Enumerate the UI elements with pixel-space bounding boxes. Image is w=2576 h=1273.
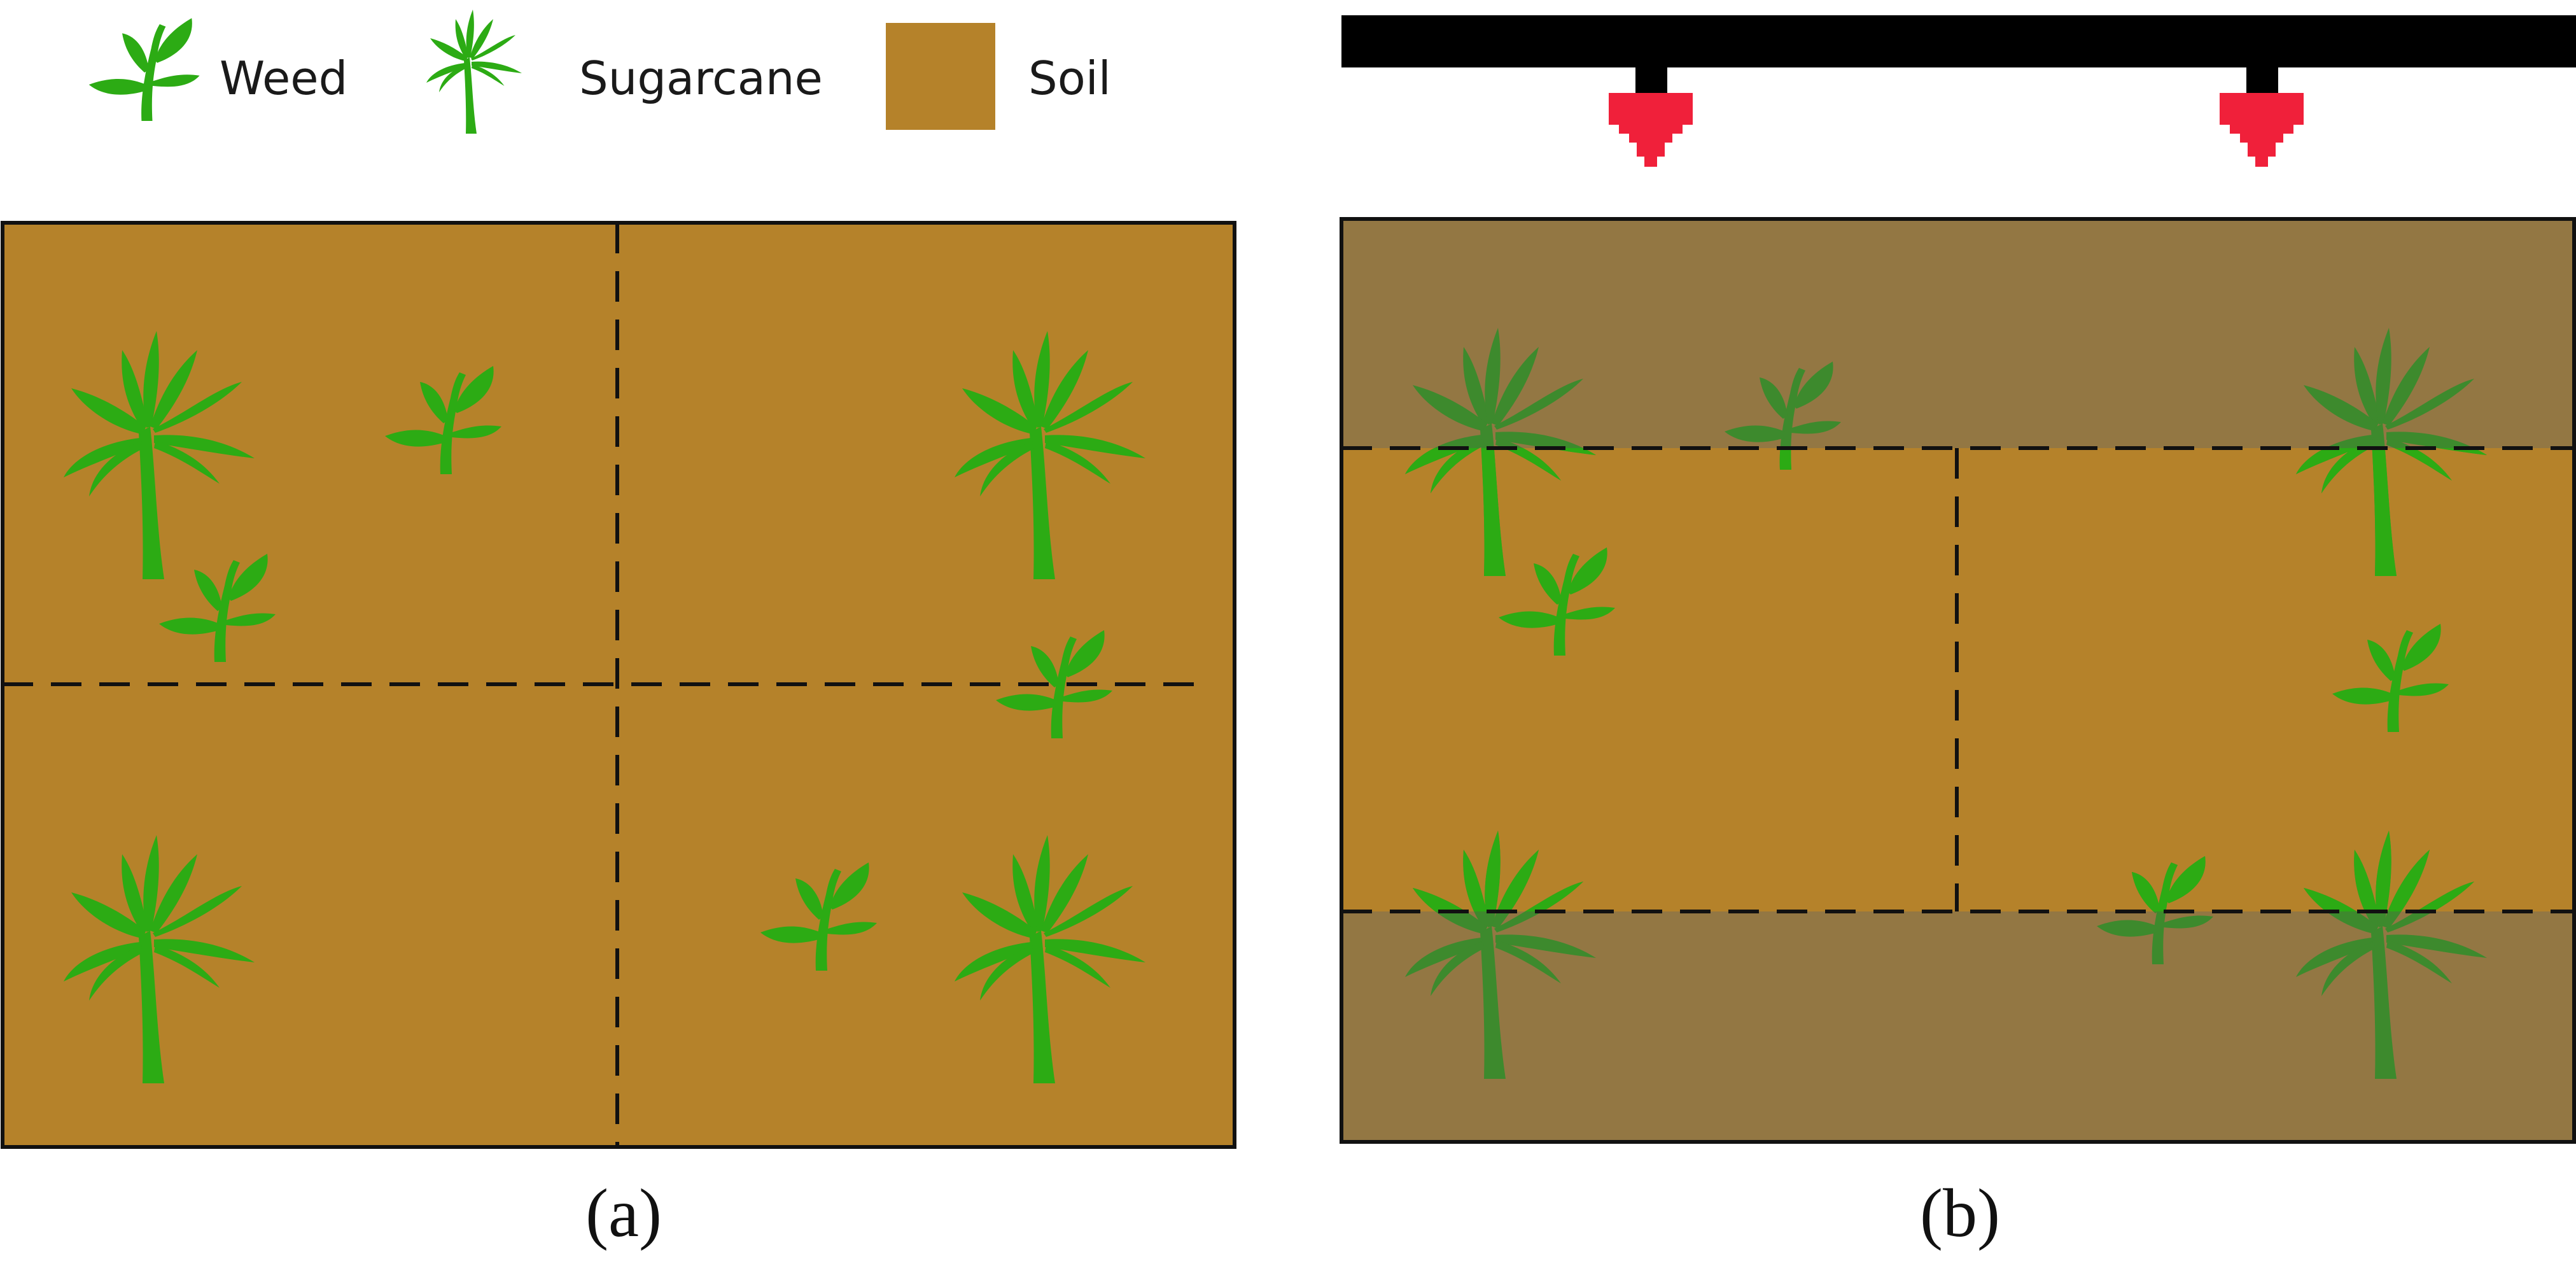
weed-icon — [88, 18, 200, 121]
field-border-b — [1340, 217, 2576, 1144]
boom-bar — [1341, 15, 2576, 67]
caption-a: (a) — [585, 1176, 662, 1251]
grid-dividers-a — [3, 223, 1196, 1147]
panel-b: (b) — [1340, 15, 2576, 1251]
legend: Weed Sugarcane Soil — [88, 10, 1111, 134]
legend-weed-label: Weed — [220, 52, 347, 105]
spray-nozzle-icon — [1609, 64, 1693, 167]
legend-soil-label: Soil — [1028, 52, 1111, 105]
spray-nozzle-icon — [2220, 64, 2304, 167]
caption-b: (b) — [1920, 1176, 2000, 1251]
sugarcane-icon — [426, 10, 522, 134]
panel-a: (a) — [1, 221, 1236, 1251]
soil-swatch — [886, 23, 995, 130]
grid-dividers-b — [1341, 446, 2576, 913]
legend-sugarcane-label: Sugarcane — [579, 52, 823, 105]
sprayer-boom — [1341, 15, 2576, 167]
